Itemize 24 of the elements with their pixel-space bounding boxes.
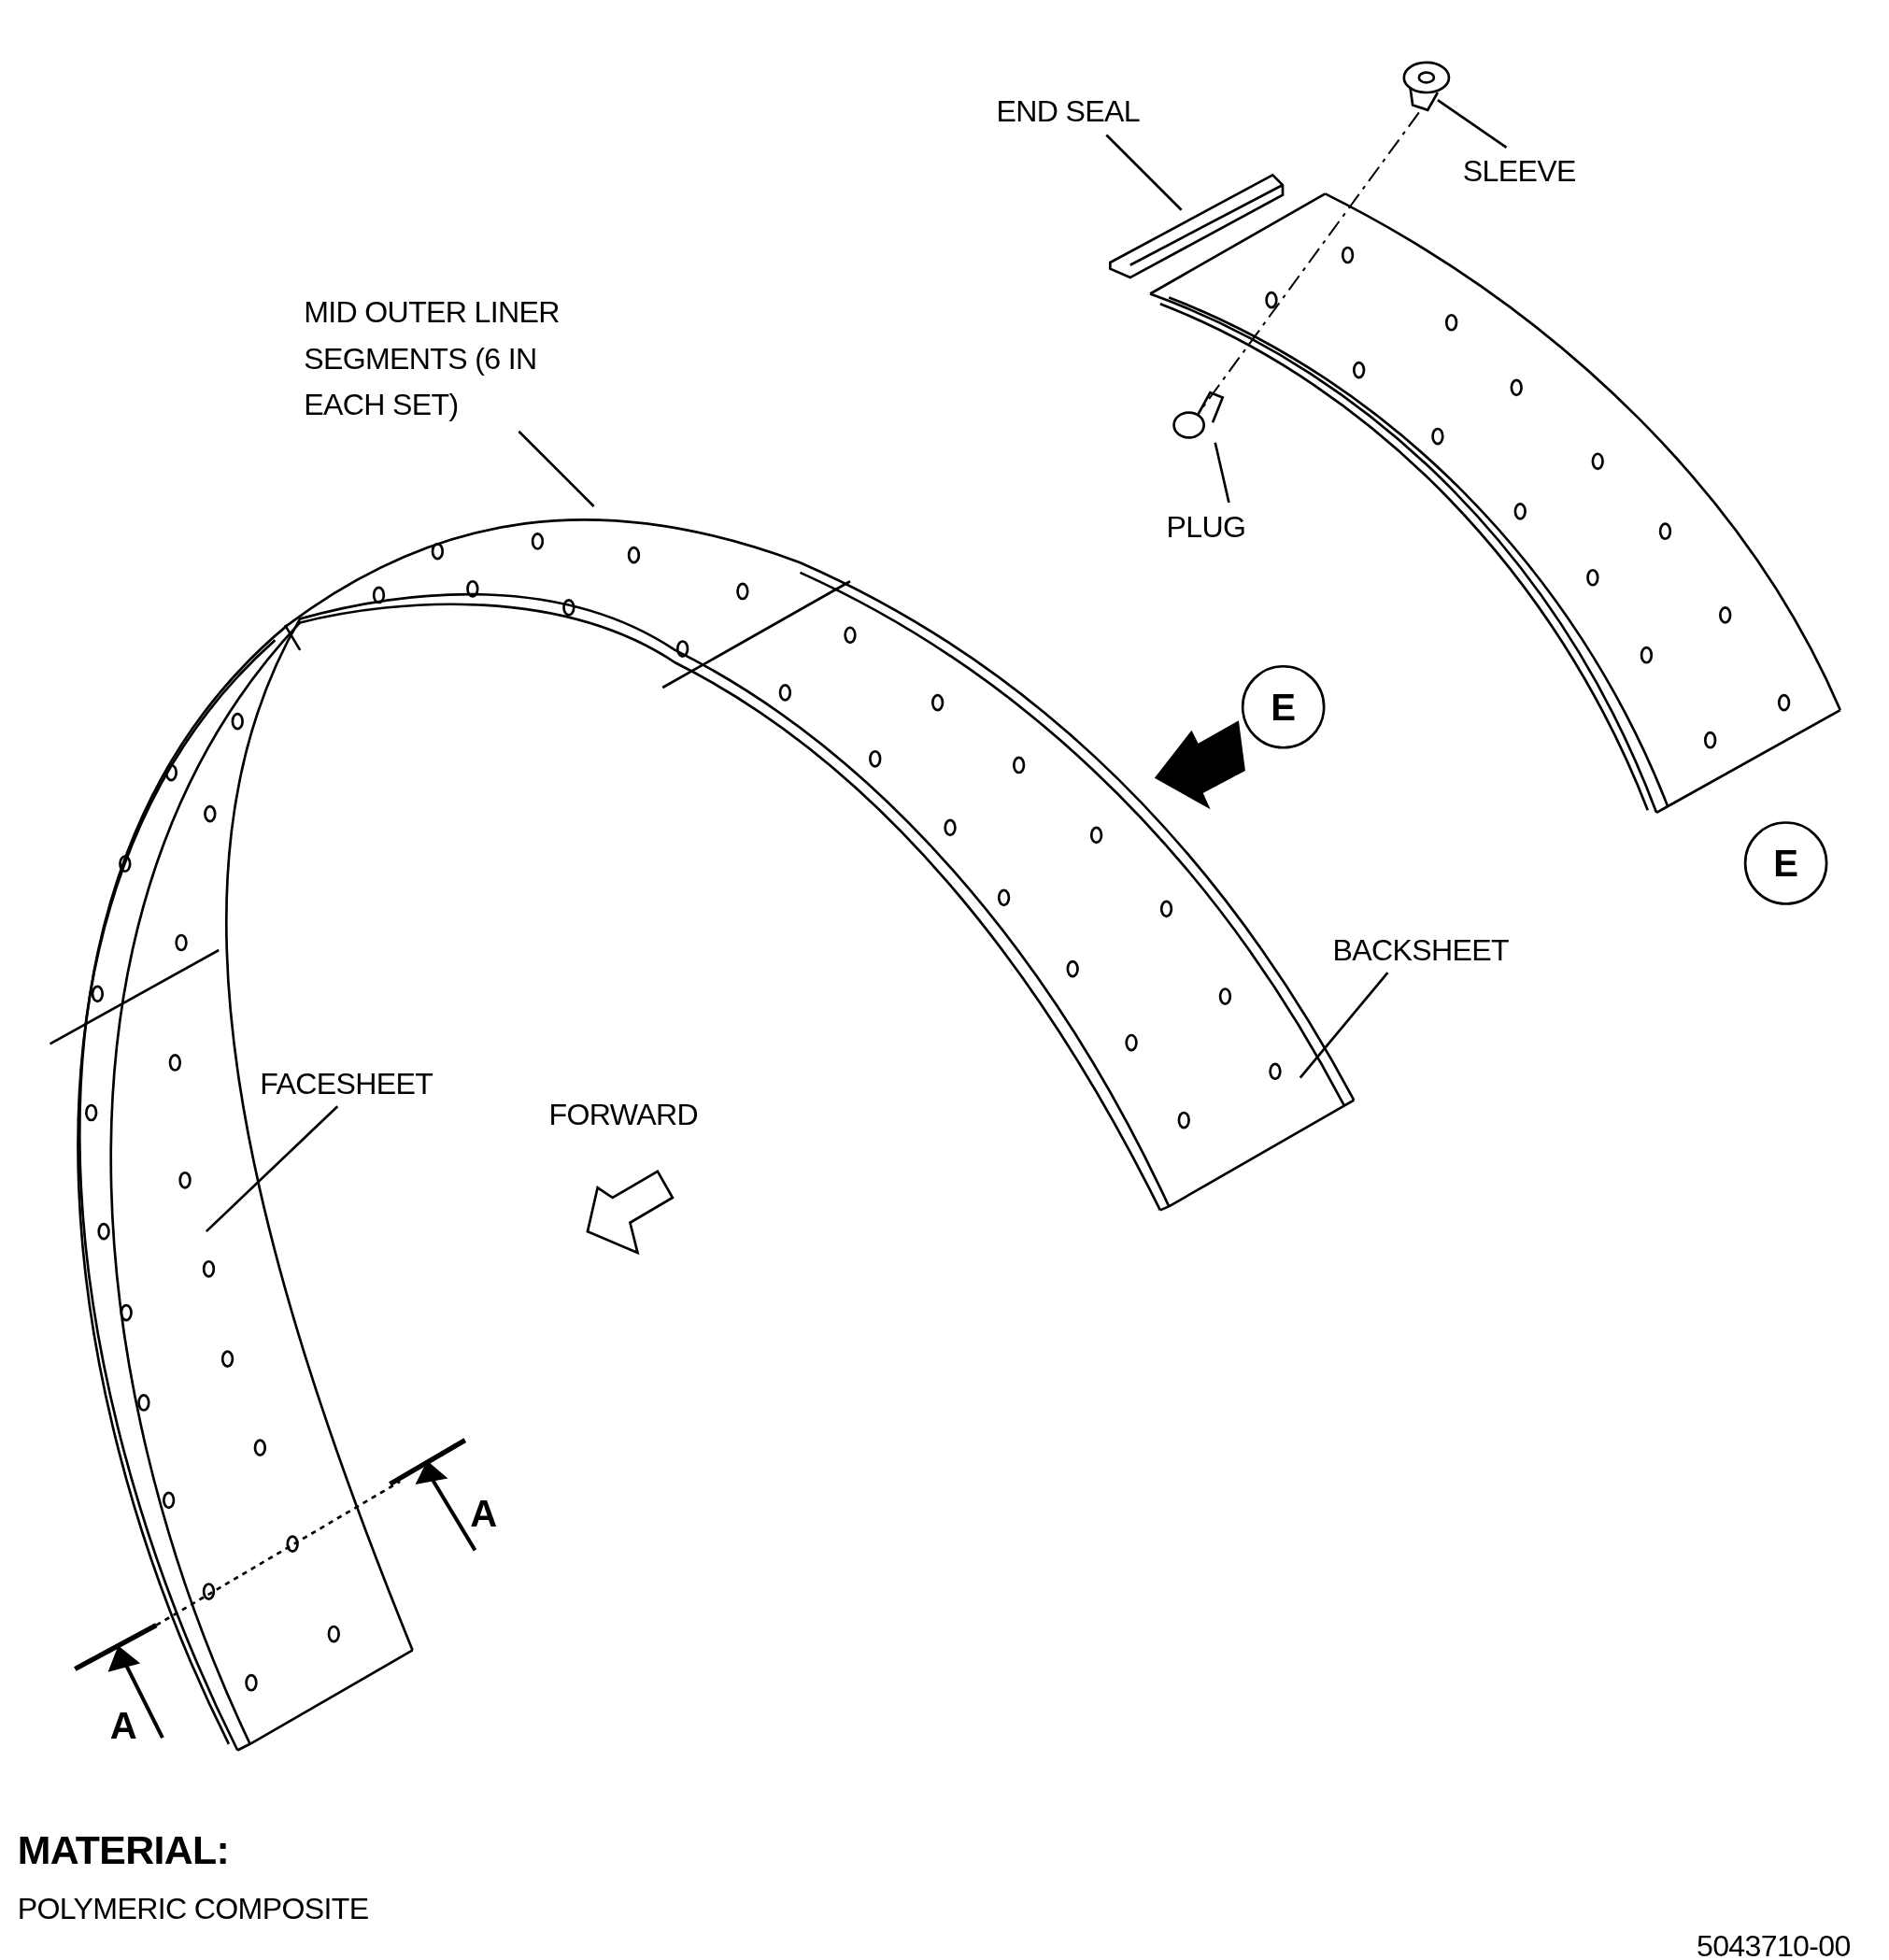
center-line — [1201, 111, 1420, 408]
direction-label: FORWARD — [548, 1096, 698, 1134]
part-label: FACESHEET — [260, 1059, 473, 1107]
view-callout-circle: E — [1241, 664, 1326, 749]
section-letter: A — [109, 1704, 137, 1749]
section-letter: A — [470, 1491, 497, 1536]
part-label: PLUG — [1166, 504, 1279, 550]
material-heading: MATERIAL: — [17, 1827, 229, 1874]
material-text: POLYMERIC COMPOSITE — [17, 1890, 369, 1927]
leader-line — [1214, 442, 1230, 504]
leader-line — [518, 430, 595, 507]
view-arrow — [1154, 720, 1245, 810]
view-callout-circle: E — [1743, 821, 1828, 905]
leader-line — [1437, 98, 1508, 149]
part-label: BACKSHEET — [1332, 926, 1545, 973]
leader-line — [205, 1105, 339, 1233]
leader-line — [1105, 134, 1183, 211]
part-label: SLEEVE — [1462, 147, 1613, 194]
drawing-number: 5043710-00 — [1696, 1927, 1851, 1960]
leader-line — [1299, 972, 1389, 1079]
plug-icon — [1172, 391, 1225, 439]
sleeve-icon — [1402, 61, 1451, 112]
part-label: END SEAL — [996, 87, 1210, 135]
part-label: MID OUTER LINER SEGMENTS (6 IN EACH SET) — [304, 289, 604, 428]
